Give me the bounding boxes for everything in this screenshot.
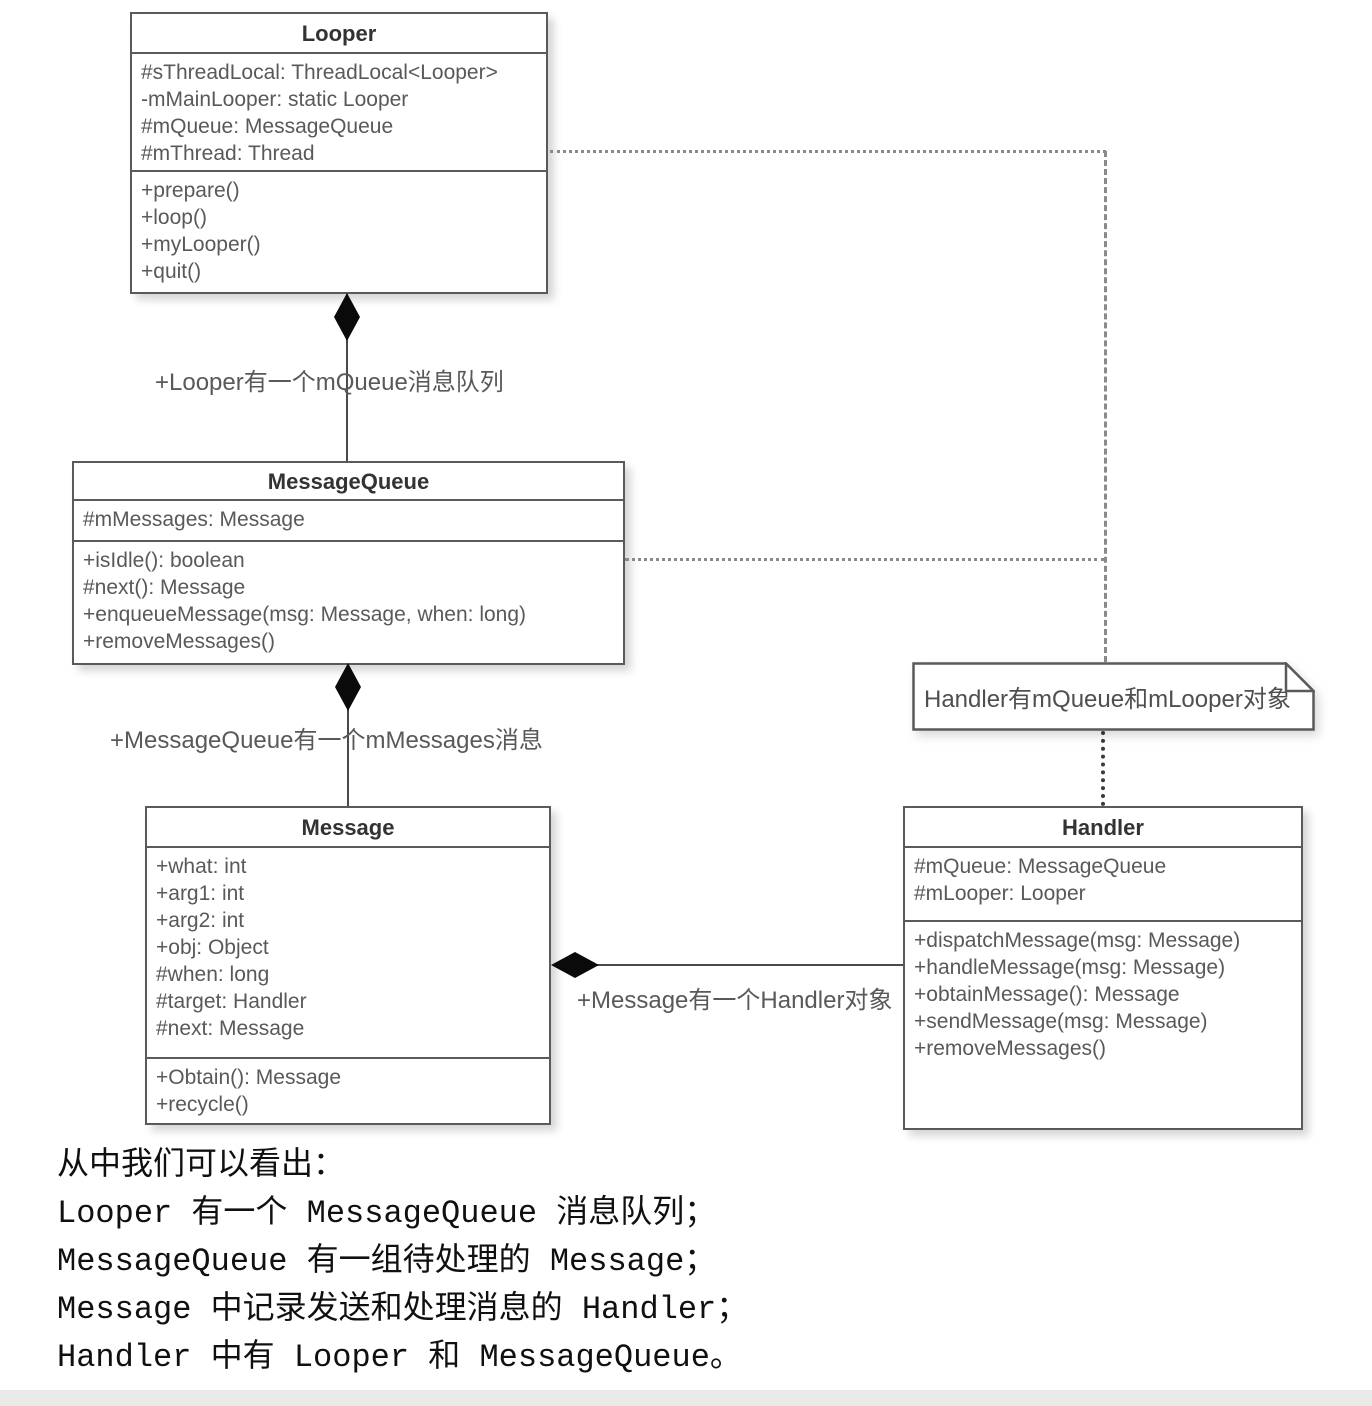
caption-line: MessageQueue 有一组待处理的 Message； [57,1243,717,1280]
attribute: #mLooper: Looper [914,882,1086,905]
uml-note: Handler有mQueue和mLooper对象 [912,660,1317,731]
attribute: +obj: Object [156,936,269,959]
class-messagequeue-methods: +isIdle(): boolean #next(): Message +enq… [74,542,623,663]
method: +enqueueMessage(msg: Message, when: long… [83,603,527,626]
method: +removeMessages() [83,630,275,653]
method: +dispatchMessage(msg: Message) [914,929,1241,952]
attribute: #mMessages: Message [83,508,305,531]
attribute: +arg2: int [156,909,245,932]
note-text: Handler有mQueue和mLooper对象 [924,686,1291,713]
relationship-label-looper-mqueue: +Looper有一个mQueue消息队列 [155,369,504,396]
method: +myLooper() [141,233,261,256]
class-handler: Handler #mQueue: MessageQueue #mLooper: … [903,806,1303,1130]
relationship-label-message-handler: +Message有一个Handler对象 [577,987,893,1014]
attribute: +what: int [156,855,247,878]
attribute: #next: Message [156,1017,305,1040]
composition-diamond-messagequeue [335,663,361,711]
class-messagequeue-title: MessageQueue [74,463,623,501]
caption-line: 从中我们可以看出： [57,1147,346,1184]
attribute: #mThread: Thread [141,142,315,165]
method: +Obtain(): Message [156,1066,342,1089]
caption-line: Message 中记录发送和处理消息的 Handler； [57,1291,749,1328]
class-message: Message +what: int +arg1: int +arg2: int… [145,806,551,1125]
class-messagequeue-attributes: #mMessages: Message [74,501,623,542]
method: +handleMessage(msg: Message) [914,956,1226,979]
class-handler-title: Handler [905,808,1301,848]
relationship-label-queue-mmessages: +MessageQueue有一个mMessages消息 [110,727,543,754]
method: +quit() [141,260,202,283]
note-link-handler-vertical [1101,731,1105,806]
class-message-title: Message [147,808,549,848]
method: +recycle() [156,1093,249,1116]
attribute: -mMainLooper: static Looper [141,88,409,111]
attribute: #mQueue: MessageQueue [914,855,1167,878]
method: +obtainMessage(): Message [914,983,1180,1006]
association-line-message-handler [553,964,903,966]
method: +prepare() [141,179,240,202]
attribute: #mQueue: MessageQueue [141,115,394,138]
class-looper-title: Looper [132,14,546,54]
bottom-gray-strip [0,1390,1372,1406]
composition-line-messagequeue-message [347,664,349,806]
class-message-attributes: +what: int +arg1: int +arg2: int +obj: O… [147,848,549,1059]
attribute: #sThreadLocal: ThreadLocal<Looper> [141,61,498,84]
composition-line-looper-messagequeue [346,294,348,461]
caption-line: Looper 有一个 MessageQueue 消息队列； [57,1195,717,1232]
note-outline [912,660,1317,731]
method: +removeMessages() [914,1037,1106,1060]
attribute: #target: Handler [156,990,307,1013]
note-link-messagequeue-horizontal [625,558,1105,561]
class-handler-methods: +dispatchMessage(msg: Message) +handleMe… [905,922,1301,1128]
note-link-looper-horizontal [550,150,1106,153]
method: +sendMessage(msg: Message) [914,1010,1208,1033]
composition-diamond-looper [334,293,360,341]
class-looper-attributes: #sThreadLocal: ThreadLocal<Looper> -mMai… [132,54,546,172]
class-message-methods: +Obtain(): Message +recycle() [147,1059,549,1123]
caption-block: 从中我们可以看出： Looper 有一个 MessageQueue 消息队列； … [57,1142,748,1382]
method: +isIdle(): boolean [83,549,245,572]
class-messagequeue: MessageQueue #mMessages: Message +isIdle… [72,461,625,665]
note-link-vertical [1104,151,1107,662]
class-handler-attributes: #mQueue: MessageQueue #mLooper: Looper [905,848,1301,922]
composition-diamond-message [551,952,599,978]
attribute: #when: long [156,963,270,986]
method: #next(): Message [83,576,246,599]
class-looper-methods: +prepare() +loop() +myLooper() +quit() [132,172,546,292]
caption-line: Handler 中有 Looper 和 MessageQueue。 [57,1339,742,1376]
class-looper: Looper #sThreadLocal: ThreadLocal<Looper… [130,12,548,294]
method: +loop() [141,206,207,229]
attribute: +arg1: int [156,882,245,905]
